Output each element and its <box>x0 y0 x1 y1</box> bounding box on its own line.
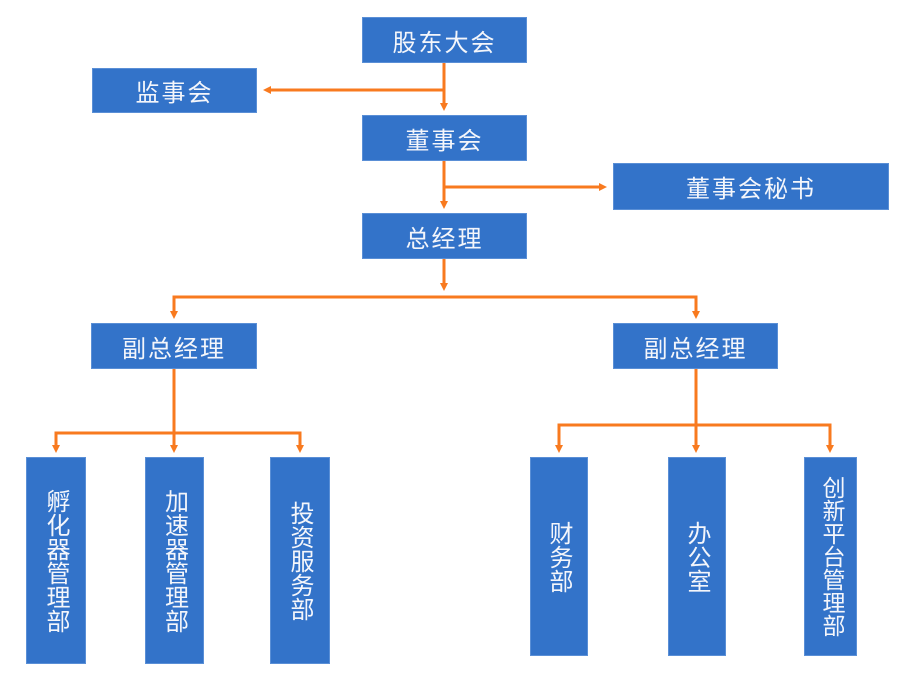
node-supervisory-board: 监事会 <box>92 68 257 113</box>
node-deputy-gm-right: 副总经理 <box>613 323 778 369</box>
node-shareholders-meeting: 股东大会 <box>362 17 527 63</box>
connector-to-incubator <box>52 431 174 453</box>
node-general-manager: 总经理 <box>362 213 527 259</box>
connector-gm-to-deputy-right <box>444 295 700 319</box>
node-finance-dept-label: 财务部 <box>545 520 573 593</box>
node-office-label: 办公室 <box>683 520 711 593</box>
connector-to-investment <box>174 431 304 453</box>
node-accelerator-dept: 加速器管理部 <box>145 457 204 664</box>
connector-to-innovation <box>696 423 834 453</box>
node-investment-services-dept-label: 投资服务部 <box>286 500 314 621</box>
node-board-of-directors: 董事会 <box>362 115 527 161</box>
node-innovation-platform-dept: 创新平台管理部 <box>804 457 857 656</box>
node-investment-services-dept: 投资服务部 <box>270 457 330 664</box>
connector-to-finance <box>555 423 696 453</box>
connector-gm-to-deputy-left <box>170 295 444 319</box>
node-office: 办公室 <box>668 457 726 656</box>
node-accelerator-dept-label: 加速器管理部 <box>160 488 189 633</box>
node-incubator-dept-label: 孵化器管理部 <box>42 488 70 633</box>
node-innovation-platform-dept-label: 创新平台管理部 <box>818 476 844 637</box>
node-board-secretary: 董事会秘书 <box>613 163 889 210</box>
node-incubator-dept: 孵化器管理部 <box>26 457 86 664</box>
node-deputy-gm-left: 副总经理 <box>91 323 257 369</box>
node-finance-dept: 财务部 <box>530 457 588 656</box>
